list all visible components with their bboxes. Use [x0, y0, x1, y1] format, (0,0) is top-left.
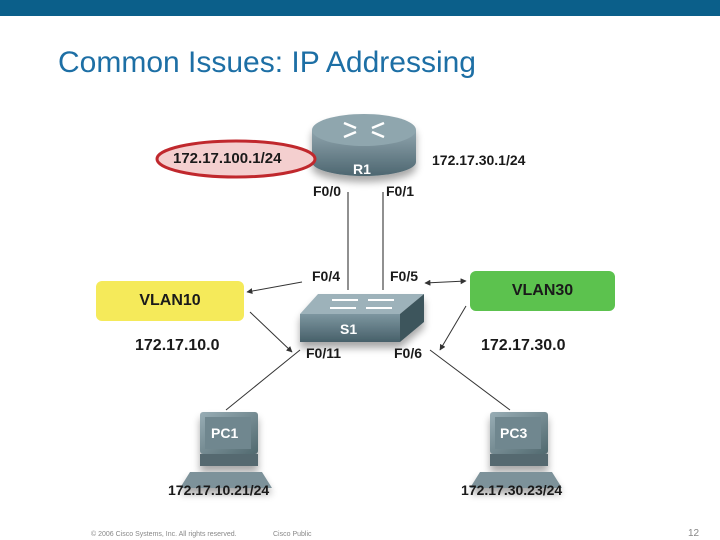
switch-arrows-icon: [330, 299, 394, 309]
router-arrows-icon: [343, 121, 385, 139]
router-right-address: 172.17.30.1/24: [432, 152, 526, 168]
pc-links: [225, 349, 511, 411]
footer-copyright: © 2006 Cisco Systems, Inc. All rights re…: [91, 531, 237, 538]
switch-port-top-right: F0/5: [390, 268, 419, 284]
switch-port-bottom-left: F0/11: [306, 345, 342, 361]
pc1-name: PC1: [211, 425, 239, 441]
pc3-computer: [470, 412, 562, 488]
switch-name: S1: [340, 321, 358, 337]
footer-classification: Cisco Public: [273, 531, 312, 538]
pc3-address: 172.17.30.23/24: [461, 482, 563, 498]
router-r1: [312, 114, 416, 176]
vlan10-network: 172.17.10.0: [135, 337, 220, 354]
router-port-right: F0/1: [386, 183, 415, 199]
vlan30-network: 172.17.30.0: [481, 337, 566, 354]
vlan10-box: VLAN10: [96, 281, 244, 321]
switch-port-bottom-right: F0/6: [394, 345, 423, 361]
switch-s1: [300, 294, 424, 342]
pc3-name: PC3: [500, 425, 528, 441]
pc1-address: 172.17.10.21/24: [168, 482, 270, 498]
router-port-left: F0/0: [313, 183, 342, 199]
switch-port-top-left: F0/4: [312, 268, 341, 284]
vlan-arrows: [246, 278, 467, 353]
router-left-address: 172.17.100.1/24: [173, 150, 282, 167]
router-name: R1: [353, 161, 371, 177]
page-number: 12: [688, 528, 700, 539]
vlan30-box: VLAN30: [470, 271, 615, 311]
router-switch-links: [347, 192, 384, 290]
pc1-computer: [180, 412, 272, 488]
address-highlight-ring: [155, 139, 317, 179]
top-bar: [0, 0, 720, 16]
slide-title: Common Issues: IP Addressing: [58, 46, 476, 79]
